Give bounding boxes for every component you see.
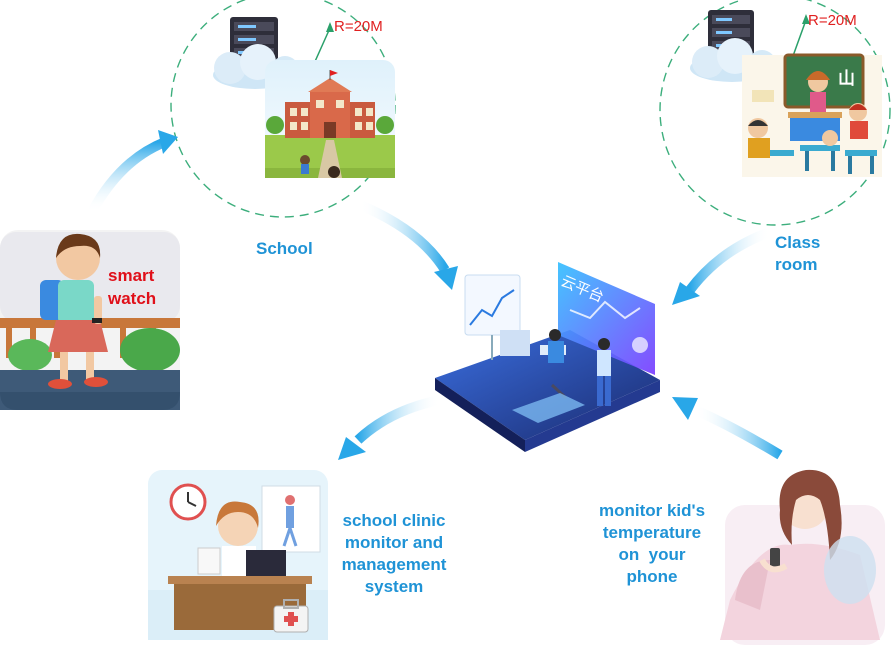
classroom-radius-label: R=20M — [808, 12, 857, 29]
phone-label: monitor kid's temperature on your phone — [586, 500, 718, 588]
classroom-label: Class room — [775, 232, 820, 276]
school-label: School — [256, 239, 313, 258]
clinic-label-line2: monitor and — [344, 533, 444, 552]
smart-watch-label: smart watch — [108, 264, 156, 310]
arrow-phone-to-platform — [672, 397, 783, 460]
mother-phone-icon — [720, 469, 885, 645]
classroom-label-line1: Class — [775, 233, 821, 252]
arrow-school-to-platform — [358, 200, 458, 290]
classroom-icon — [742, 53, 882, 177]
classroom-label-line2: room — [775, 255, 818, 274]
phone-label-line2: temperature — [602, 523, 702, 542]
clinic-label-line4: system — [364, 577, 424, 596]
clinic-label-line1: school clinic — [342, 511, 446, 530]
arrow-watch-to-school — [87, 130, 178, 215]
phone-label-line3: on your — [618, 545, 686, 564]
smart-watch-label-line2: watch — [108, 289, 157, 308]
medical-kit-icon — [273, 599, 309, 633]
phone-label-line1: monitor kid's — [598, 501, 706, 520]
doctor-icon — [148, 470, 328, 640]
school-building-icon — [265, 60, 395, 178]
clinic-label-line3: management — [341, 555, 447, 574]
arrow-platform-to-clinic — [338, 395, 441, 460]
arrow-classroom-to-platform — [672, 227, 772, 305]
phone-label-line4: phone — [626, 567, 678, 586]
blackboard-character: 山 — [838, 69, 855, 89]
classroom-range-circle — [659, 0, 891, 226]
smart-watch-label-line1: smart — [108, 266, 155, 285]
school-radius-label: R=20M — [334, 18, 383, 35]
walking-child-icon — [0, 230, 180, 410]
cloud-platform-icon — [435, 262, 660, 452]
clinic-label: school clinic monitor and management sys… — [334, 510, 454, 598]
